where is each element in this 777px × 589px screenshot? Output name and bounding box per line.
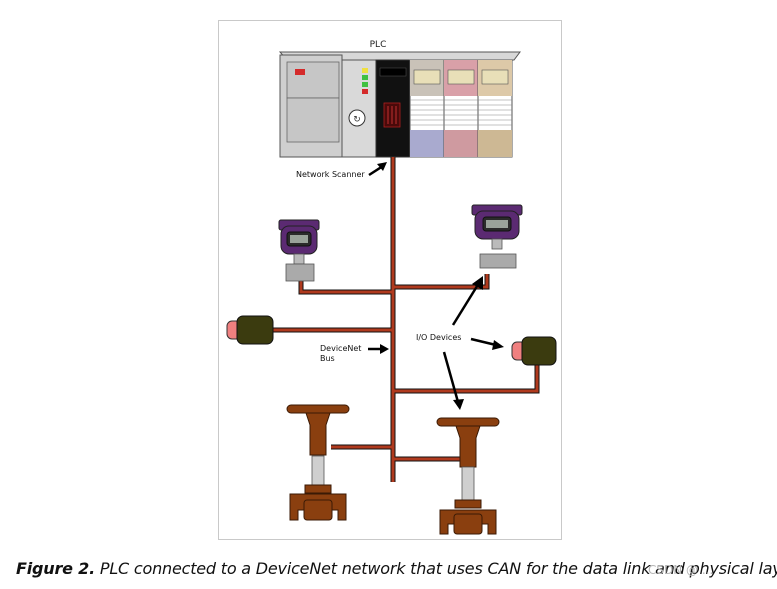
pressure-transmitter-right: [471, 204, 523, 269]
control-valve-right: [436, 417, 500, 535]
led-green-2: [362, 82, 368, 87]
cpu-module: [341, 59, 377, 158]
proximity-sensor-right: [511, 336, 557, 366]
led-yellow: [362, 68, 368, 73]
caption-label: Figure 2.: [16, 559, 95, 578]
watermark: CSDN @ ...: [648, 563, 714, 577]
io-devices-label: I/O Devices: [416, 333, 461, 342]
plc-rack: ↻: [278, 51, 521, 158]
key-switch-icon: [348, 109, 366, 127]
network-scanner-label: Network Scanner: [296, 170, 365, 179]
proximity-sensor-left: [226, 315, 274, 345]
control-valve-left: [286, 404, 350, 521]
led-green: [362, 75, 368, 80]
caption-text: PLC connected to a DeviceNet network tha…: [94, 559, 777, 578]
power-indicator: [295, 69, 305, 75]
devicenet-bus-label: DeviceNet: [320, 344, 361, 353]
svg-text:↻: ↻: [353, 115, 361, 125]
devicenet-bus: [271, 157, 539, 482]
figure-caption: Figure 2. PLC connected to a DeviceNet n…: [16, 559, 777, 578]
devicenet-bus-label-2: Bus: [320, 354, 335, 363]
pressure-transmitter-left: [278, 219, 320, 282]
io-device-arrows: [442, 282, 497, 403]
led-red: [362, 89, 368, 94]
plc-label: PLC: [370, 40, 387, 50]
